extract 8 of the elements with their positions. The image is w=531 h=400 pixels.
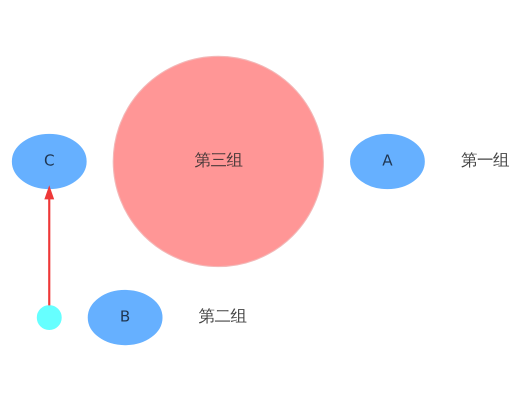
node-ellipse: B (88, 289, 163, 345)
node-circle (36, 304, 62, 330)
arrow (44, 184, 54, 305)
node-ellipse: A (350, 133, 425, 189)
label: 第一组 (461, 150, 509, 169)
node-circle: 第三组 (112, 55, 324, 267)
node-ellipse: C (12, 133, 87, 189)
label: 第二组 (198, 306, 247, 325)
